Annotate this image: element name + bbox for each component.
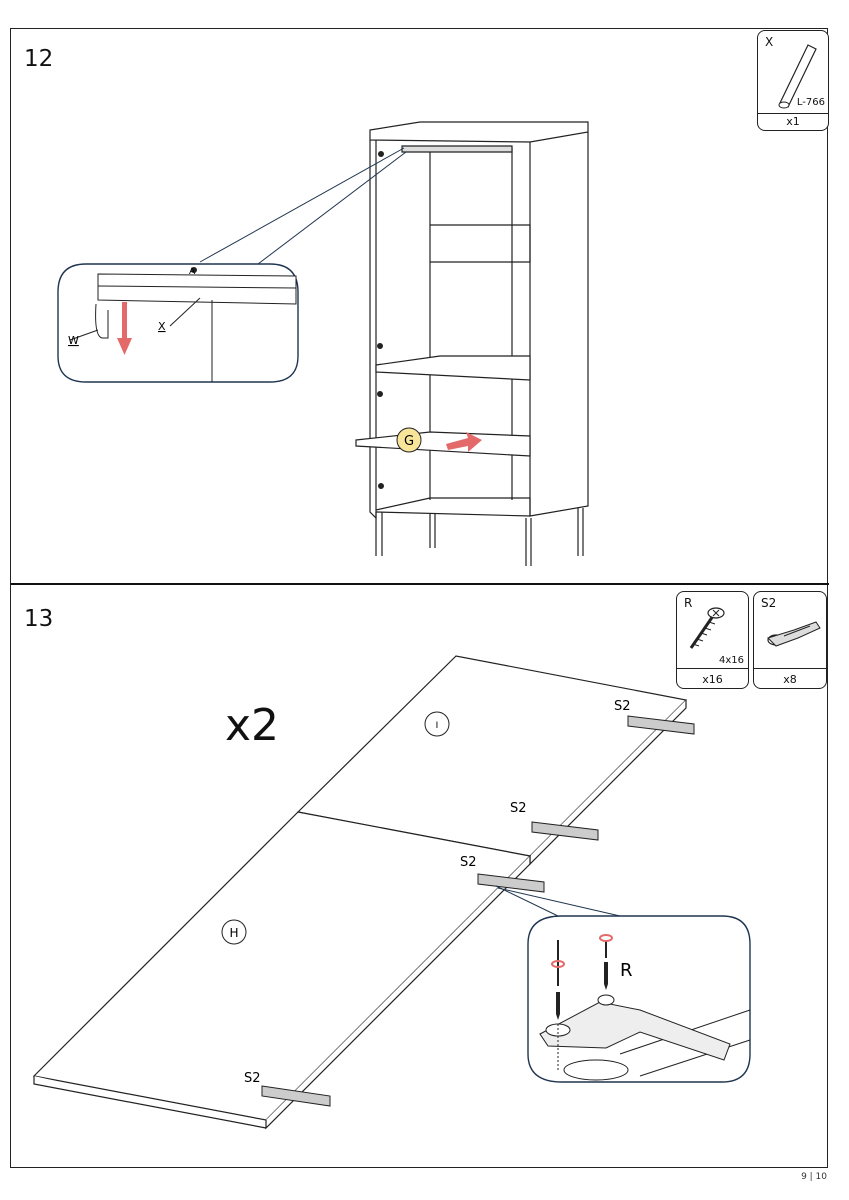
step-13-number: 13 <box>24 606 54 632</box>
wardrobe-drawing <box>355 121 589 566</box>
insert-arrow-icon <box>446 432 482 452</box>
part-code: X <box>765 35 774 49</box>
rail-detail-bubble <box>57 263 299 383</box>
hinge-label: S2 <box>460 855 477 870</box>
hinge-label: S2 <box>244 1071 261 1086</box>
hinge-holes <box>377 151 384 489</box>
hinge-part-icon <box>767 621 821 647</box>
hinge-label: S2 <box>614 699 631 714</box>
part-separator <box>754 668 826 669</box>
hinge-detail-bubble <box>495 885 751 1083</box>
step-divider <box>11 583 829 585</box>
panel-g-badge <box>396 427 422 453</box>
hinge-label: S2 <box>510 801 527 816</box>
part-size: L-766 <box>796 97 825 108</box>
label-screw-r: R <box>620 960 633 981</box>
bar-part-icon <box>778 44 817 109</box>
part-box-s2: S2 x8 <box>753 591 827 689</box>
callout-lines <box>199 147 407 265</box>
part-separator <box>758 113 828 114</box>
part-box-x: X L-766 x1 <box>757 30 829 131</box>
label-w: W <box>68 334 79 347</box>
part-quantity: x8 <box>783 673 797 686</box>
part-size: 4x16 <box>718 655 744 666</box>
screw-part-icon <box>689 607 725 649</box>
label-door-i: I <box>436 721 439 731</box>
label-g: G <box>404 434 414 449</box>
hinge-marks <box>261 715 695 1107</box>
page-number: 9 | 10 <box>801 1172 827 1182</box>
door-labels <box>221 711 450 945</box>
part-code: R <box>684 596 693 610</box>
label-door-h: H <box>229 926 238 940</box>
page-frame <box>10 28 828 1168</box>
part-quantity: x16 <box>702 673 723 686</box>
door-panels <box>32 655 688 1130</box>
label-x: X <box>158 320 166 333</box>
part-quantity: x1 <box>786 115 800 128</box>
multiplier: x2 <box>225 700 280 751</box>
step-12-number: 12 <box>24 46 54 72</box>
part-code: S2 <box>761 596 777 610</box>
part-box-r: R 4x16 x16 <box>676 591 749 689</box>
part-separator <box>677 668 748 669</box>
detail-marker-a: A <box>189 267 196 277</box>
